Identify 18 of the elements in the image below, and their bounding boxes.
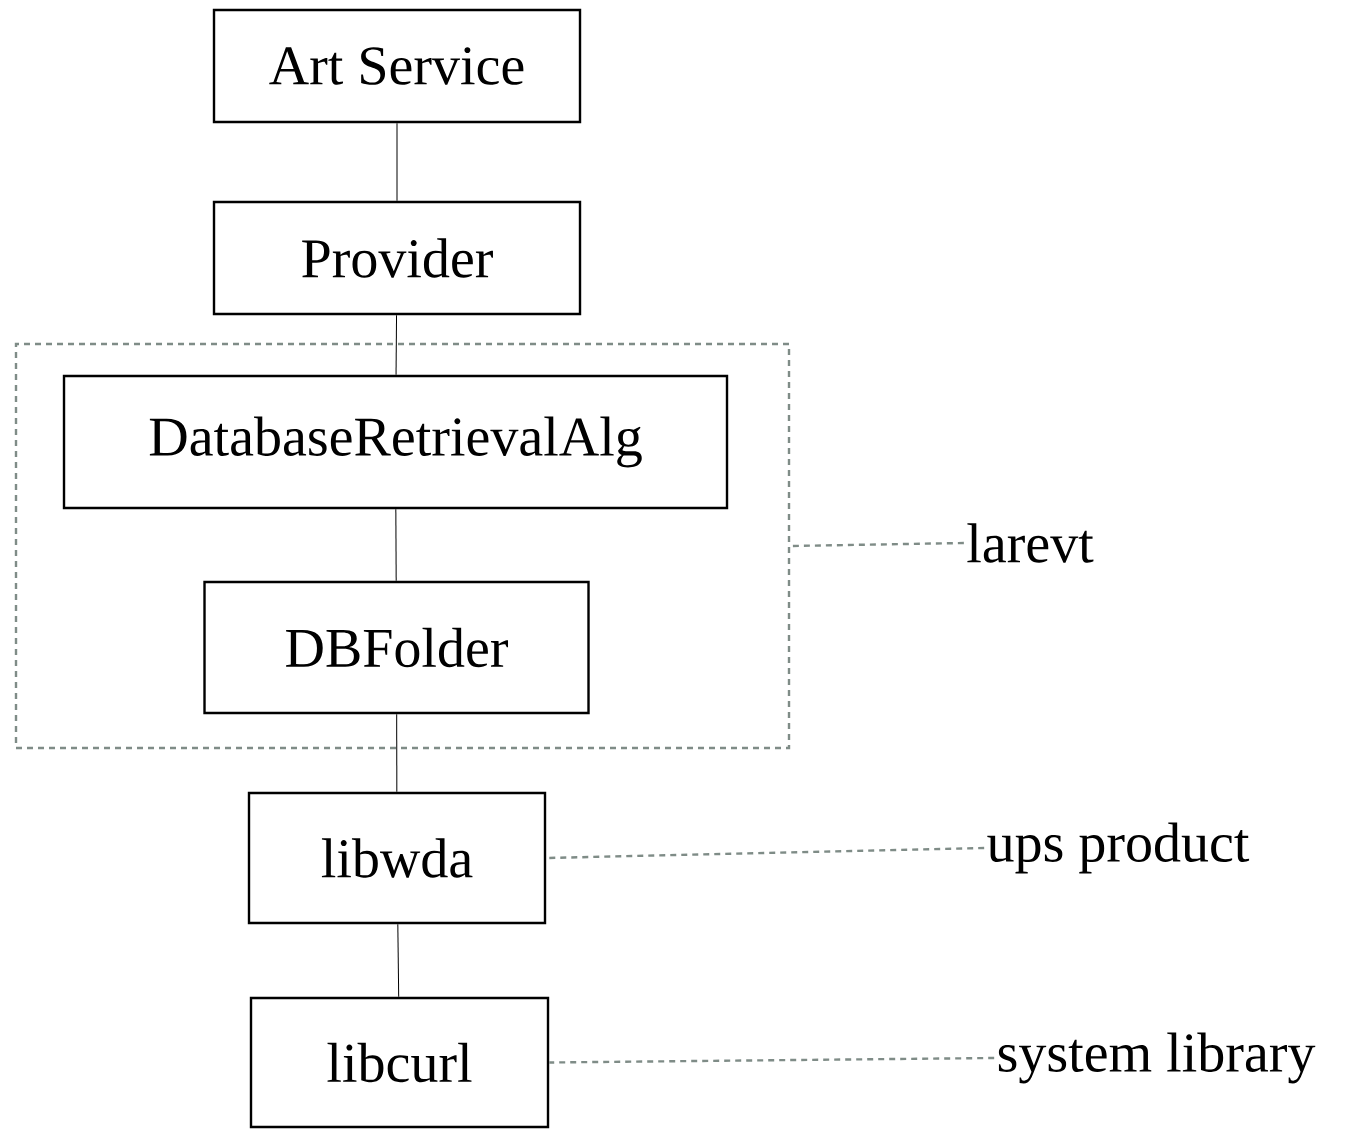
connector-line (396, 713, 398, 793)
group-label: system library (998, 1032, 1316, 1084)
process-box: libwda (247, 791, 547, 925)
connector-line (395, 508, 397, 582)
connector-line (396, 122, 398, 202)
process-box: libcurl (249, 996, 550, 1129)
leader-line (549, 1056, 995, 1064)
leader-line (790, 541, 964, 548)
leader-line (546, 846, 985, 860)
process-box: DBFolder (203, 580, 590, 715)
process-box: DatabaseRetrievalAlg (62, 374, 729, 510)
connector-line (397, 923, 400, 998)
process-box: Art Service (212, 8, 582, 124)
group-label: larevt (967, 523, 1094, 563)
group-label: ups product (987, 822, 1250, 874)
connector-line (395, 314, 398, 376)
process-box: Provider (212, 200, 582, 316)
group-frame (14, 342, 791, 750)
